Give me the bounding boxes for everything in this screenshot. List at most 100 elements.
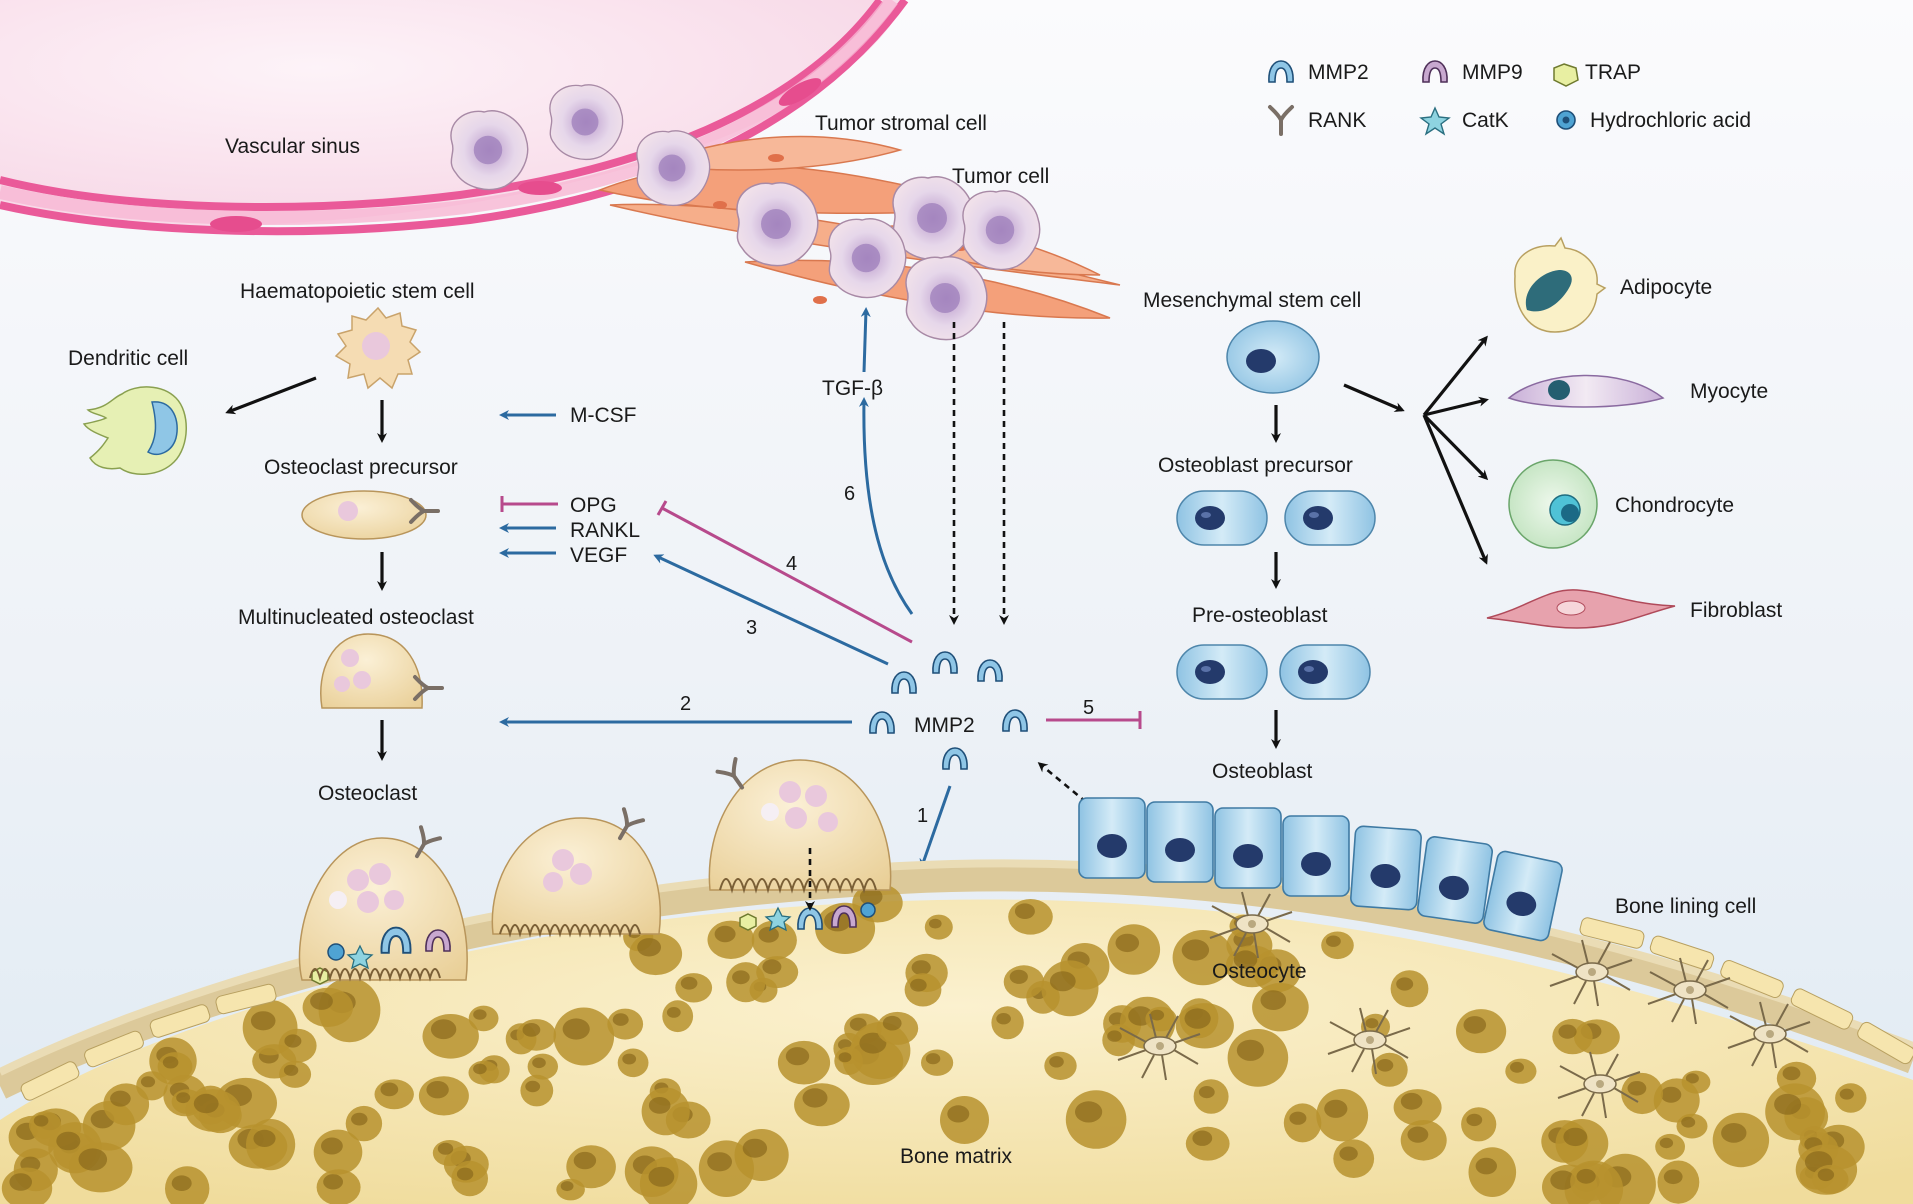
bone-pore-core [1685, 1073, 1699, 1084]
bone-pore-core [1339, 1146, 1358, 1161]
bone-pore-core [742, 1138, 768, 1158]
osteoclast-precursor-label: Osteoclast precursor [264, 456, 458, 479]
bone-pore-core [33, 1115, 49, 1127]
bone-pore-core [622, 1053, 637, 1065]
bone-pore-core [849, 1017, 867, 1031]
osteoblast-precursor-label: Osteoblast precursor [1158, 454, 1353, 477]
bone-pore-core [1049, 971, 1076, 992]
mmp2-center-label: MMP2 [914, 714, 975, 737]
pathway-6-arrow [858, 397, 914, 615]
bone-pore-core [1365, 1018, 1379, 1029]
bone-pore-core [140, 1076, 156, 1088]
bone-pore-core [562, 1018, 590, 1040]
bone-pore-core [1009, 969, 1028, 984]
bone-pore-core [426, 1081, 449, 1099]
bone-matrix-label: Bone matrix [900, 1145, 1013, 1168]
bone-pore-core [758, 926, 779, 943]
bone-pore-core [911, 960, 931, 975]
bone-pore-core [1660, 1086, 1682, 1103]
bone-pore-core [996, 1013, 1011, 1025]
bone-pore-core [1075, 1101, 1103, 1123]
bone-pore-core [351, 1112, 368, 1126]
bone-pore-core [171, 1175, 192, 1191]
bone-pore-core [882, 1015, 902, 1031]
bone-pore-core [947, 1105, 970, 1123]
bone-pore-core [929, 918, 942, 929]
mesenchymal-stem-cell-label: Mesenchymal stem cell [1143, 289, 1361, 312]
adipocyte [1514, 236, 1607, 333]
chondrocyte-label: Chondrocyte [1615, 494, 1734, 517]
bone-pore-core [680, 976, 698, 990]
bone-pore-core [283, 1064, 299, 1076]
bone-pore-core [838, 1052, 852, 1063]
bone-pore-core [648, 1166, 675, 1187]
myocyte [1507, 374, 1665, 408]
multinucleated-osteoclast [320, 633, 444, 709]
bone-lining-cell-label: Bone lining cell [1615, 895, 1756, 918]
bone-pore-core [1782, 1066, 1801, 1081]
bone-pore-core [1663, 1169, 1683, 1185]
bone-pore-core [473, 1009, 487, 1020]
tumor-cell-label: Tumor cell [952, 165, 1049, 188]
bone-pore-core [321, 1137, 343, 1155]
bone-pore-core [310, 992, 333, 1010]
bone-pore-core [1463, 1016, 1487, 1034]
bone-pore-core [1376, 1059, 1394, 1072]
bone-pore-core [1407, 1126, 1429, 1143]
bone-pore-core [648, 1097, 671, 1114]
bone-pore-core [1558, 1024, 1577, 1039]
bone-pore-core [910, 978, 927, 992]
trap-icon [1553, 63, 1579, 87]
haematopoietic-stem-cell [334, 306, 422, 390]
flat-lining-cells [20, 917, 1913, 1101]
m-csf-label: M-CSF [570, 404, 637, 427]
bone-pore-core [714, 925, 736, 943]
osteocyte-label: Osteocyte [1212, 960, 1307, 983]
legend-hydrochloric-acid-label: Hydrochloric acid [1590, 109, 1751, 132]
legend-mmp9-label: MMP9 [1462, 61, 1523, 84]
bone-pore-core [1563, 1127, 1588, 1147]
resorbing-osteoclast-1 [298, 825, 468, 985]
pathway-6-number: 6 [844, 483, 855, 505]
pathway-2-number: 2 [680, 693, 691, 715]
tgf-beta-label: TGF-β [822, 377, 883, 400]
arrow-hsc-to-dendritic [225, 376, 317, 415]
fibroblast [1486, 589, 1676, 629]
bone-pore-core [284, 1034, 302, 1048]
bone-pore-core [1510, 1061, 1524, 1073]
bone-pore-core [110, 1090, 131, 1107]
osteoblast-label: Osteoblast [1212, 760, 1313, 783]
bone-pore-core [1396, 977, 1414, 991]
bone-pore-core [802, 1088, 828, 1108]
bone-porosity [1, 883, 1867, 1204]
vascular-sinus [0, 0, 909, 236]
bone-pore-core [9, 1173, 32, 1191]
bone-pore-core [1326, 935, 1341, 947]
adipocyte-label: Adipocyte [1620, 276, 1712, 299]
differentiation-arrows [1343, 335, 1489, 565]
vegf-label: VEGF [570, 544, 627, 567]
pathway-3-arrow [653, 554, 889, 666]
bone-pore-core [1181, 939, 1210, 961]
bone-pore-core [1236, 1039, 1264, 1061]
vascular-sinus-label: Vascular sinus [225, 135, 360, 158]
rankl-label: RANKL [570, 519, 640, 542]
bone-pore-core [525, 1080, 541, 1093]
bone-pore-core [1184, 1008, 1211, 1029]
bone-pore-core [1233, 950, 1258, 969]
bone-pore-core [1400, 1092, 1423, 1110]
bone-pore-core [1115, 933, 1140, 953]
bone-pore-core [522, 1023, 541, 1037]
legend-trap-label: TRAP [1585, 61, 1641, 84]
bone-pore-core [253, 1129, 276, 1147]
pathway-5-number: 5 [1083, 697, 1094, 719]
bone-pore-core [1774, 1093, 1802, 1115]
legend-rank-label: RANK [1308, 109, 1366, 132]
bone-pore-core [1721, 1123, 1747, 1143]
bone-pore-core [1192, 1130, 1213, 1146]
bone-pore-core [560, 1181, 574, 1192]
bone-pore-core [162, 1056, 179, 1069]
pre-osteoblast-label: Pre-osteoblast [1192, 604, 1328, 627]
pathway-3-number: 3 [746, 617, 757, 639]
